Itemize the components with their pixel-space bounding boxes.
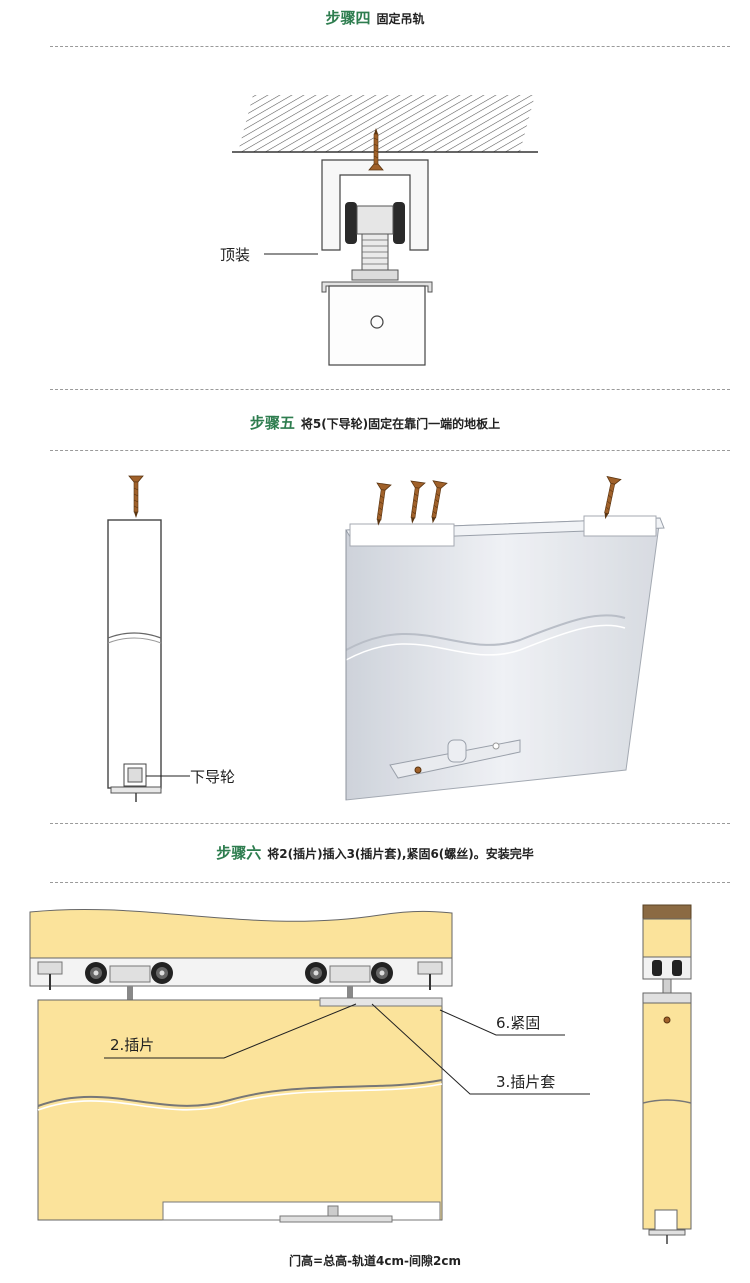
step5-description: 将5(下导轮)固定在靠门一端的地板上 bbox=[300, 417, 501, 431]
step6-label-insert: 2.插片 bbox=[110, 1036, 154, 1054]
step6-label-sleeve: 3.插片套 bbox=[496, 1073, 555, 1091]
step5-3d-door bbox=[345, 515, 665, 801]
step6-side-view bbox=[642, 904, 692, 1244]
step4-heading: 步骤四固定吊轨 bbox=[0, 8, 750, 30]
step6-number: 步骤六 bbox=[216, 844, 262, 862]
divider bbox=[50, 389, 730, 390]
divider bbox=[50, 46, 730, 47]
step6-description: 将2(插片)插入3(插片套),紧固6(螺丝)。安装完毕 bbox=[267, 847, 534, 861]
step5-3d-screws bbox=[370, 476, 622, 528]
step6-leader-lines bbox=[104, 1003, 590, 1095]
step5-label-lower-wheel: 下导轮 bbox=[190, 768, 235, 786]
divider bbox=[50, 450, 730, 451]
step4-door-top bbox=[328, 285, 426, 366]
step6-upper-door bbox=[29, 908, 453, 959]
step4-number: 步骤四 bbox=[325, 9, 371, 27]
step4-description: 固定吊轨 bbox=[376, 12, 425, 26]
step4-label-top-mount: 顶装 bbox=[220, 246, 250, 264]
step6-heading: 步骤六将2(插片)插入3(插片套),紧固6(螺丝)。安装完毕 bbox=[0, 843, 750, 865]
step4-track-profile bbox=[321, 159, 433, 293]
step5-number: 步骤五 bbox=[249, 414, 295, 432]
divider bbox=[50, 823, 730, 824]
step6-lower-door bbox=[37, 997, 443, 1223]
step5-heading: 步骤五将5(下导轮)固定在靠门一端的地板上 bbox=[0, 413, 750, 435]
divider bbox=[50, 882, 730, 883]
step5-side-screw bbox=[128, 475, 144, 519]
step5-side-view-door bbox=[107, 519, 162, 802]
step6-track-rail bbox=[29, 957, 453, 1000]
step4-ceiling bbox=[232, 95, 538, 153]
door-height-formula: 门高=总高-轨道4cm-间隙2cm bbox=[289, 1254, 461, 1268]
step6-label-fasten: 6.紧固 bbox=[496, 1014, 540, 1032]
